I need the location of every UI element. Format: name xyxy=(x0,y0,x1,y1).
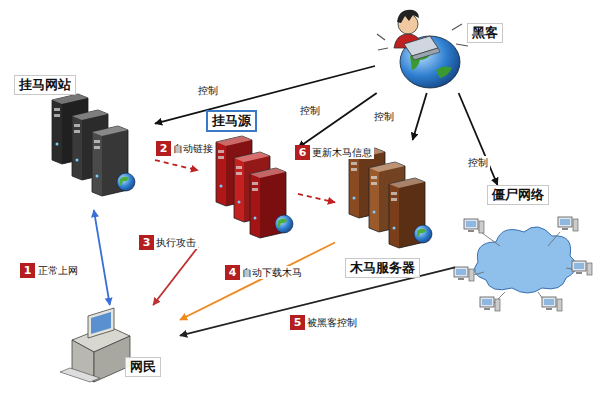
edge-label: 更新木马信息 xyxy=(310,146,374,159)
connector-arrow xyxy=(180,242,335,319)
hacker: 黑客 xyxy=(375,5,505,93)
node-label: 挂马网站 xyxy=(14,75,76,95)
callout-number: 2 xyxy=(156,141,171,156)
connector-arrow xyxy=(153,247,198,305)
node-label: 挂马源 xyxy=(206,110,257,132)
source-servers: 挂马源 xyxy=(198,110,298,255)
callout-number: 5 xyxy=(290,315,305,330)
edge-label: 控制 xyxy=(466,156,490,169)
edge-label: 控制 xyxy=(196,84,220,97)
edge-label: 被黑客控制 xyxy=(305,316,359,329)
site-servers: 挂马网站 xyxy=(10,75,155,210)
callout-number: 6 xyxy=(295,145,310,160)
connector-arrow xyxy=(459,93,498,185)
trojan-servers: 木马服务器 xyxy=(335,140,445,290)
connector-arrow xyxy=(155,66,375,124)
edge-label: 正常上网 xyxy=(36,264,80,277)
connector-arrow xyxy=(413,93,427,140)
connector-arrow xyxy=(94,210,110,305)
connector-arrow xyxy=(298,93,377,148)
callout-number: 3 xyxy=(139,235,154,250)
node-label: 木马服务器 xyxy=(345,258,420,278)
connector-arrow xyxy=(155,160,198,170)
node-label: 黑客 xyxy=(467,23,503,43)
callout-number: 4 xyxy=(225,265,240,280)
node-label: 网民 xyxy=(125,357,161,377)
edge-label: 自动链接 xyxy=(171,142,215,155)
edge-label: 自动下载木马 xyxy=(240,266,304,279)
edge-label: 执行攻击 xyxy=(154,236,198,249)
callout-number: 1 xyxy=(20,263,35,278)
connector-arrow xyxy=(298,194,335,202)
edge-label: 控制 xyxy=(372,110,396,123)
node-label: 僵尸网络 xyxy=(487,185,549,205)
botnet: 僵尸网络 xyxy=(455,185,595,315)
edge-label: 控制 xyxy=(298,104,322,117)
netizen: 网民 xyxy=(55,305,180,397)
